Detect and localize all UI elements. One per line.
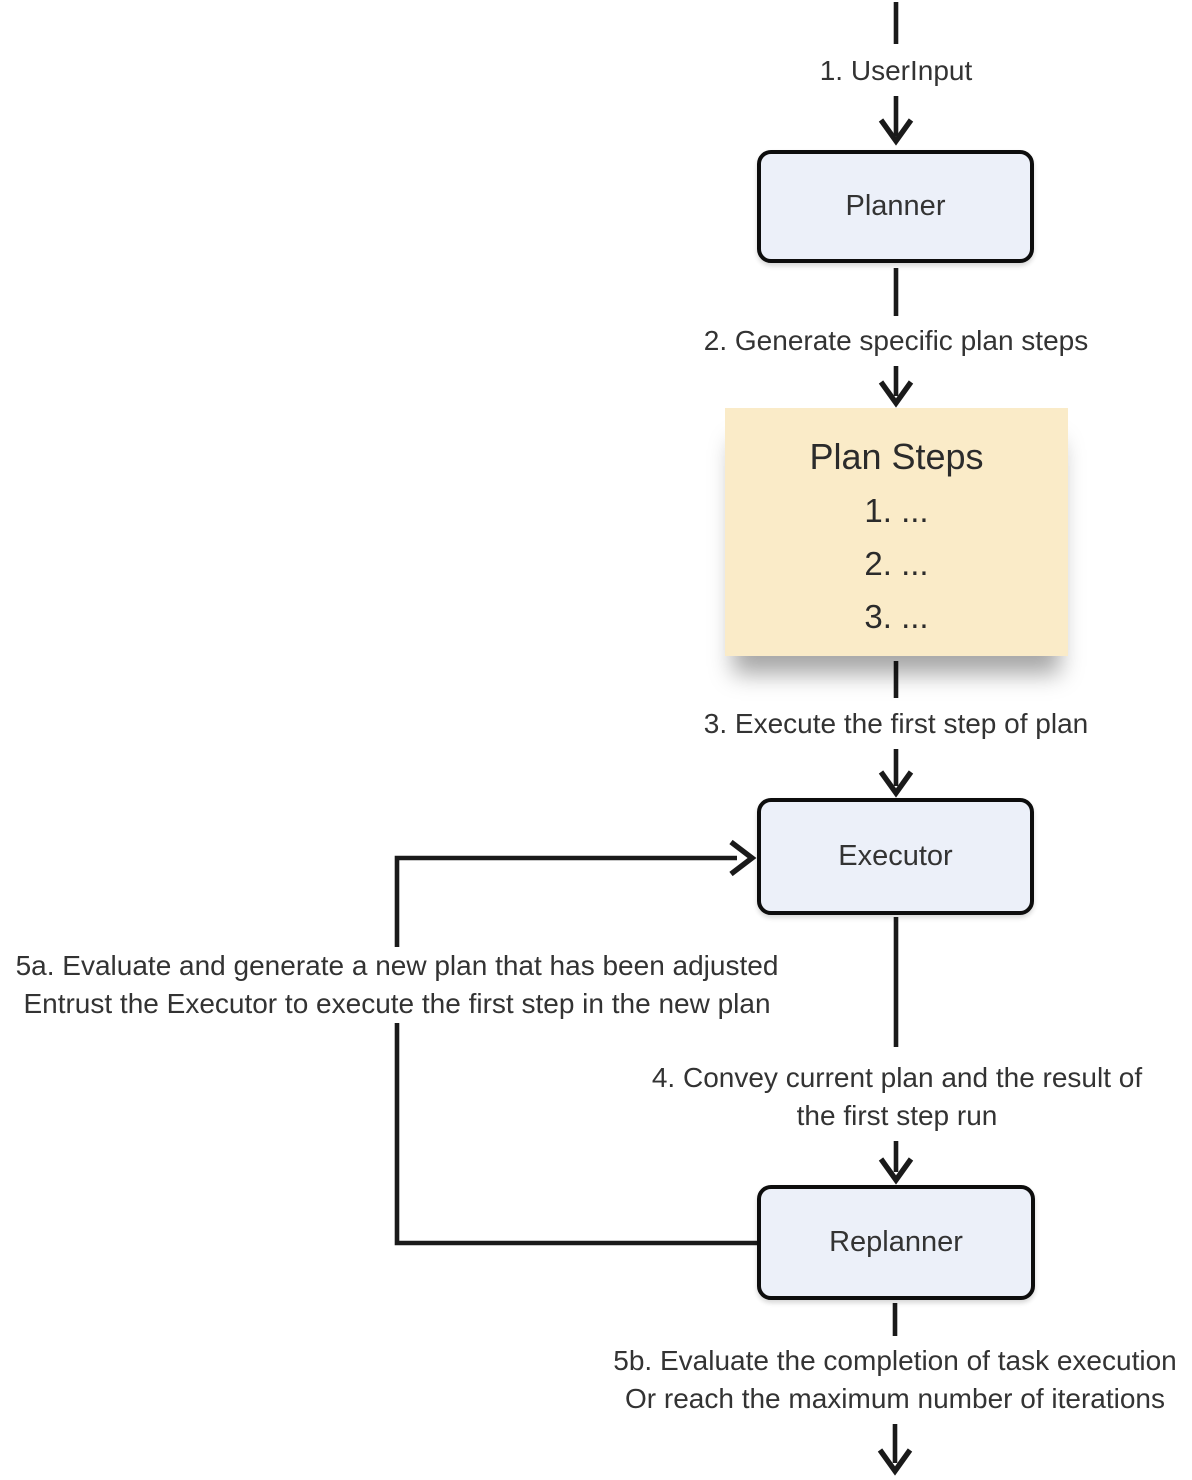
edge-label-finish: 5b. Evaluate the completion of task exec… — [613, 1342, 1176, 1418]
edge-replan-loop — [394, 855, 757, 1246]
edge-label-replan-loop: 5a. Evaluate and generate a new plan tha… — [9, 947, 785, 1023]
edge-label-convey-line2: the first step run — [796, 1100, 998, 1131]
executor-label: Executor — [838, 840, 953, 872]
edge-label-convey: 4. Convey current plan and the result of… — [652, 1059, 1142, 1135]
plan-steps-list: 1. ... 2. ... 3. ... — [725, 484, 1068, 643]
arrowhead-into-planner — [878, 118, 914, 146]
arrowhead-into-executor — [878, 770, 914, 798]
edge-label-finish-line1: 5b. Evaluate the completion of task exec… — [613, 1345, 1177, 1376]
arrowhead-loop-into-executor — [729, 839, 757, 877]
plan-step-item: 2. ... — [864, 545, 929, 582]
arrowhead-exit — [877, 1448, 913, 1476]
edge-label-generate-steps: 2. Generate specific plan steps — [703, 325, 1089, 356]
plan-steps-title: Plan Steps — [809, 436, 984, 477]
edge-label-convey-line1: 4. Convey current plan and the result of — [651, 1062, 1143, 1093]
arrowhead-into-replanner — [878, 1157, 914, 1185]
planner-label: Planner — [845, 190, 946, 222]
node-planner: Planner — [757, 150, 1034, 263]
edge-label-user-input: 1. UserInput — [819, 55, 973, 86]
edge-label-finish-line2: Or reach the maximum number of iteration… — [625, 1383, 1165, 1414]
node-replanner: Replanner — [757, 1185, 1035, 1300]
arrowhead-into-plan-steps — [878, 380, 914, 408]
replanner-label: Replanner — [829, 1226, 963, 1258]
node-plan-steps: Plan Steps 1. ... 2. ... 3. ... — [725, 408, 1068, 656]
edge-label-replan-loop-line2: Entrust the Executor to execute the firs… — [23, 988, 771, 1019]
plan-step-item: 1. ... — [864, 492, 929, 529]
edge-label-execute-first: 3. Execute the first step of plan — [703, 708, 1089, 739]
node-executor: Executor — [757, 798, 1034, 915]
plan-step-item: 3. ... — [864, 598, 929, 635]
edge-label-replan-loop-line1: 5a. Evaluate and generate a new plan tha… — [15, 950, 779, 981]
